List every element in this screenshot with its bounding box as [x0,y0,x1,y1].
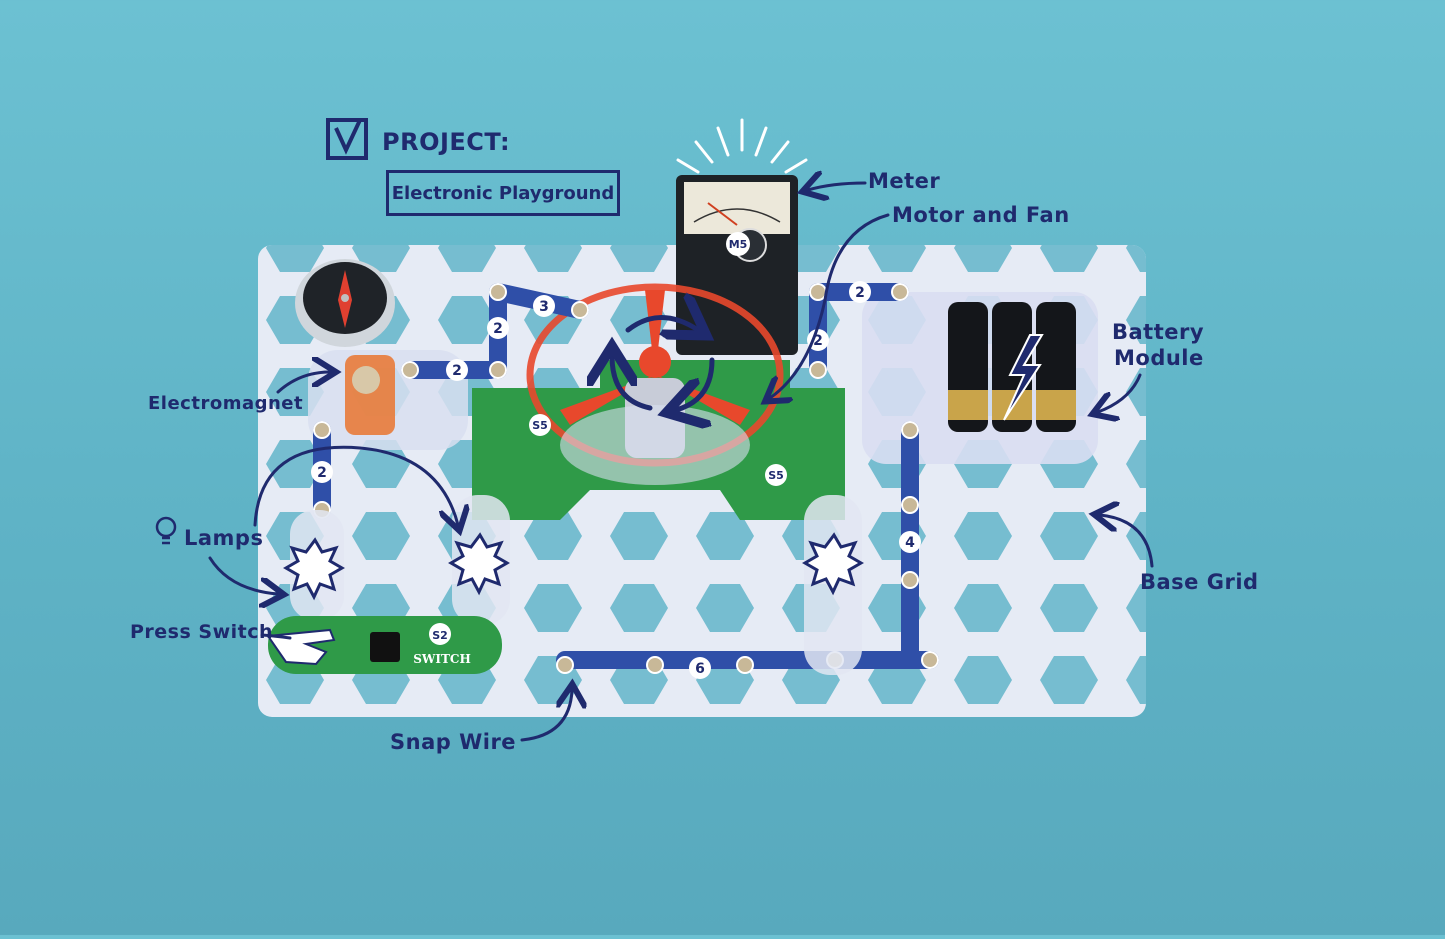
wire-3-label: 3 [539,299,549,315]
wire-2d-label: 2 [855,285,865,301]
electromagnet-label: Electromagnet [148,393,304,414]
wire-2e-label: 2 [813,333,823,349]
switch-text-label: SWITCH [413,652,471,666]
battery-label-line2: Module [1114,346,1204,370]
press-switch-component: S2 SWITCH [266,616,502,674]
press-switch-arrow-icon [260,633,292,640]
motor-id-label: M5 [729,238,748,251]
battery-module-component [862,292,1098,464]
lightbulb-icon [155,516,177,545]
meter-sparkle-icon [676,118,808,174]
project-name: Electronic Playground [391,182,615,204]
rotation-arrows-icon [612,318,715,411]
compass-icon [295,259,395,347]
motor-fan-label: Motor and Fan [892,203,1070,227]
switch-id-label: S2 [432,629,448,642]
lamp-burst-icons [283,532,864,601]
wire-6-label: 6 [695,661,705,677]
battery-label-line1: Battery [1112,320,1205,344]
wire-2a-label: 2 [493,321,503,337]
project-name-box: Electronic Playground [386,170,620,216]
wire-2c-label: 2 [317,465,327,481]
wire-4-label: 4 [905,535,915,551]
lamps-arrow-upper-icon [253,445,458,525]
lamps-label: Lamps [184,526,264,550]
lamps-arrow-lower-icon [208,556,278,594]
meter-arrow-icon [808,183,867,190]
s5-label-b: S5 [768,469,784,482]
snap-wire-label: Snap Wire [390,730,517,754]
battery-arrow-icon [1098,373,1142,412]
snap-wire-arrow-icon [520,690,572,742]
s5-label-a: S5 [532,419,548,432]
board-markings: S5 S5 M5 [529,232,787,486]
fan-component [526,283,784,485]
base-grid-label: Base Grid [1140,570,1259,594]
annotation-arrows [208,183,1154,742]
checkbox-icon [326,118,368,160]
press-switch-label: Press Switch [130,621,274,643]
electromagnet-arrow-icon [276,372,330,394]
motor-arrow-icon [770,213,890,398]
wire-number-labels: 2 3 2 2 2 2 4 6 [311,281,921,679]
wire-2b-label: 2 [452,363,462,379]
meter-label: Meter [868,169,941,193]
project-heading: PROJECT: [382,128,511,156]
base-grid-arrow-icon [1100,515,1154,568]
